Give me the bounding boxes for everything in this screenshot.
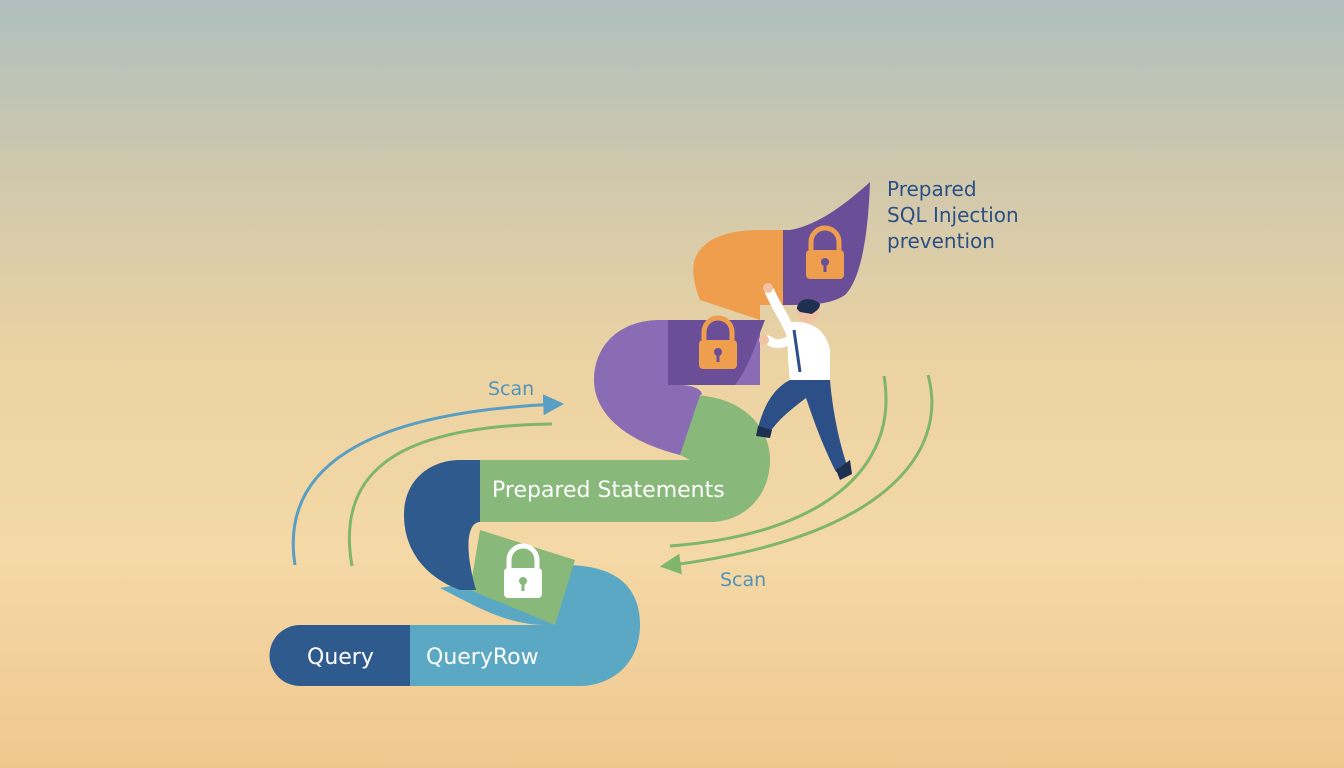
callout-line-3: prevention (887, 229, 995, 253)
lock-icon (699, 315, 737, 369)
purple-top-segment (783, 182, 870, 305)
scan-label-bottom: Scan (720, 569, 766, 591)
prepared-statements-label: Prepared Statements (492, 478, 725, 503)
query-bar (269, 625, 580, 686)
prepared-statements-bar (480, 460, 700, 522)
scan-arc-blue (291, 394, 565, 566)
green-curve-upper (680, 395, 770, 522)
scan-arc-green-right-outer (659, 374, 934, 575)
callout-line-1: Prepared (887, 177, 977, 201)
callout-line-2: SQL Injection (887, 203, 1019, 227)
scan-arc-green-left (347, 422, 553, 567)
queryrow-label: QueryRow (426, 645, 539, 670)
lock-icon (806, 225, 844, 279)
lock-icon (504, 543, 542, 598)
scan-arc-green-right-inner (669, 375, 888, 548)
query-label: Query (307, 645, 374, 670)
orange-curve (693, 230, 785, 320)
query-segment (269, 625, 410, 686)
person-climbing (756, 283, 852, 480)
scan-label-top: Scan (488, 378, 534, 400)
queryrow-segment (410, 625, 580, 686)
lower-curve-darkblue (404, 460, 480, 590)
